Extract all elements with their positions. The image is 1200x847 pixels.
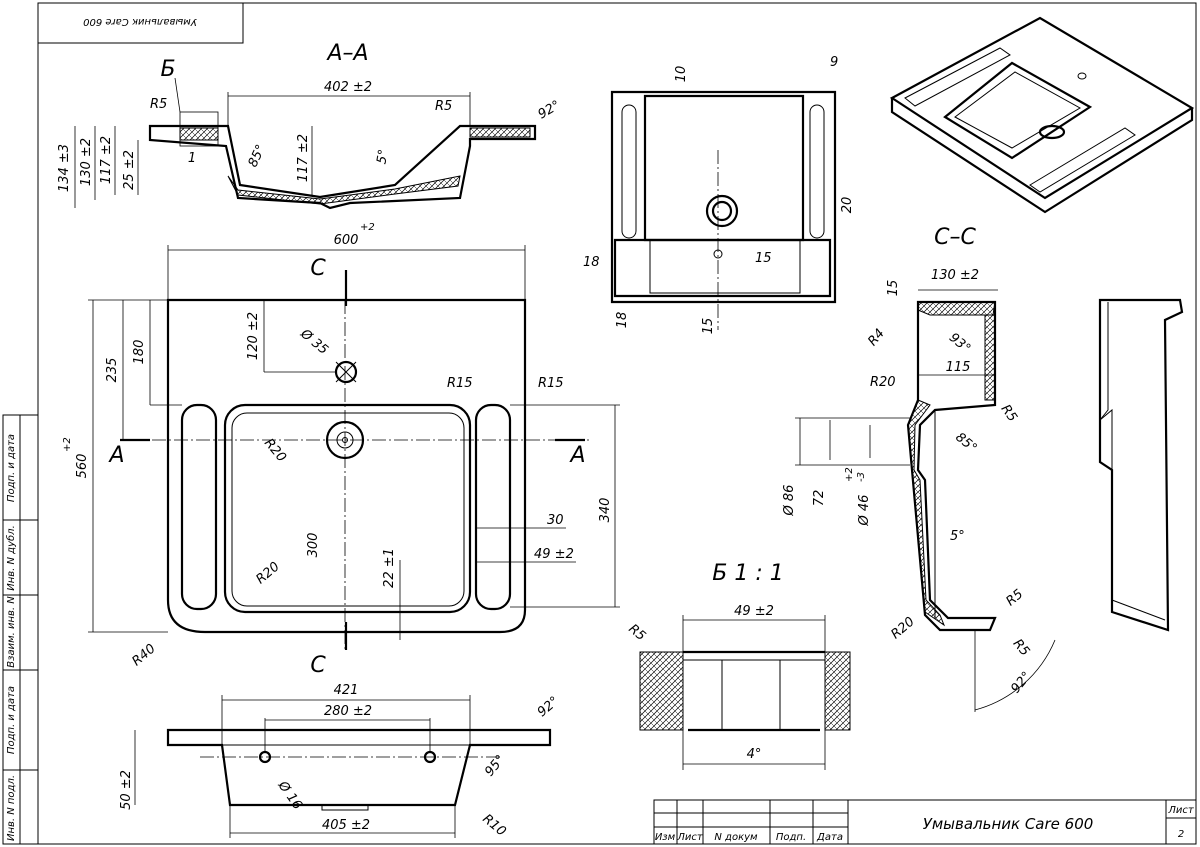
bottom-w405: 405 ±2 bbox=[322, 818, 370, 833]
section-aa-label: А–А bbox=[325, 41, 368, 66]
detail-b-label: Б 1 : 1 bbox=[712, 561, 783, 586]
bottom-h50: 50 ±2 bbox=[119, 770, 134, 810]
title-col-3: N докум bbox=[714, 832, 758, 843]
cc-r4: R4 bbox=[865, 326, 888, 349]
cut-a-left: А bbox=[107, 443, 124, 468]
cc-d115: 115 bbox=[946, 360, 971, 375]
side-stamp-4: Подп. и дата bbox=[6, 686, 17, 754]
corner-stamp-text: Умывальник Care 600 bbox=[83, 16, 197, 27]
side-stamp-1: Подп. и дата bbox=[6, 434, 17, 502]
bottom-angle-95: 95° bbox=[482, 752, 508, 779]
aa-h25: 25 ±2 bbox=[122, 150, 137, 190]
top-d15b: 15 bbox=[701, 318, 716, 335]
cc-angle-85: 85° bbox=[952, 430, 979, 456]
cc-angle-5: 5° bbox=[950, 529, 965, 544]
top-d9: 9 bbox=[830, 55, 838, 70]
plan-r15-left: R15 bbox=[447, 376, 473, 391]
top-d18a: 18 bbox=[583, 255, 600, 270]
plan-r15-right: R15 bbox=[538, 376, 564, 391]
plan-d22: 22 ±1 bbox=[382, 548, 397, 588]
side-stamp-3: Взаим. инв. N bbox=[6, 596, 17, 668]
plan-d49: 49 ±2 bbox=[534, 547, 574, 562]
cc-r20-top: R20 bbox=[870, 375, 896, 390]
side-stamp-5: Инв. N подл. bbox=[6, 775, 17, 841]
aa-h117: 117 ±2 bbox=[99, 136, 114, 184]
top-d20: 20 bbox=[840, 197, 855, 214]
cc-r20-bottom: R20 bbox=[888, 614, 917, 642]
aa-width-402: 402 ±2 bbox=[324, 80, 372, 95]
cc-angle-93: 93° bbox=[946, 330, 973, 356]
top-small-view: 10 9 20 18 15 18 15 bbox=[583, 55, 855, 334]
top-d15a: 15 bbox=[755, 251, 772, 266]
drawing-title: Умывальник Care 600 bbox=[923, 815, 1094, 833]
plan-r40: R40 bbox=[129, 641, 158, 669]
plan-d340: 340 bbox=[598, 498, 613, 523]
title-block: Изм Лист N докум Подп. Дата Умывальник C… bbox=[653, 799, 1197, 845]
top-d10: 10 bbox=[674, 66, 689, 83]
aa-angle-85: 85° bbox=[246, 142, 269, 169]
section-cc-label: С–С bbox=[934, 225, 976, 250]
detail-b-angle-4: 4° bbox=[747, 747, 762, 762]
cc-r5-c: R5 bbox=[1010, 636, 1033, 659]
cc-w130: 130 ±2 bbox=[931, 268, 979, 283]
cc-dia46: Ø 46 bbox=[857, 495, 872, 527]
plan-h560: 560 bbox=[75, 454, 90, 479]
cut-c-bottom: С bbox=[310, 653, 326, 678]
cc-dia86: Ø 86 bbox=[782, 485, 797, 517]
aa-h134: 134 ±3 bbox=[57, 144, 72, 192]
plan-plus2-side: +2 bbox=[62, 437, 73, 452]
cut-c-top: С bbox=[310, 256, 326, 281]
plan-d180: 180 bbox=[132, 340, 147, 365]
aa-r5-left: R5 bbox=[150, 97, 167, 112]
plan-view: 600 +2 С С А А 560 +2 235 180 120 ± bbox=[62, 222, 620, 678]
bottom-w280: 280 ±2 bbox=[324, 704, 372, 719]
title-col-5: Дата bbox=[816, 832, 843, 843]
detail-b: Б 1 : 1 49 ±2 R5 4° bbox=[625, 561, 851, 770]
plan-dia35: Ø 35 bbox=[297, 326, 331, 358]
plan-d235: 235 bbox=[105, 358, 120, 383]
bottom-angle-92: 92° bbox=[535, 694, 562, 720]
cc-tol-minus: -3 bbox=[856, 472, 867, 482]
iso-view bbox=[889, 16, 1195, 214]
cc-d15: 15 bbox=[886, 280, 901, 297]
side-stamp: Подп. и дата Инв. N дубл. Взаим. инв. N … bbox=[2, 414, 39, 845]
cc-angle-92: 92° bbox=[1008, 669, 1034, 696]
cc-r5-a: R5 bbox=[998, 402, 1020, 425]
section-aa: А–А Б 402 ±2 R5 R5 92° 85° 5° 134 ±3 130… bbox=[57, 41, 563, 210]
bottom-view: 421 280 ±2 92° 95° 50 ±2 Ø 16 R10 405 ±2 bbox=[119, 683, 562, 840]
plan-d300: 300 bbox=[306, 533, 321, 558]
plan-d30: 30 bbox=[547, 513, 564, 528]
bottom-dia16: Ø 16 bbox=[274, 778, 305, 813]
aa-gap1: 1 bbox=[188, 151, 196, 166]
side-stamp-2: Инв. N дубл. bbox=[5, 525, 17, 591]
top-d18b: 18 bbox=[615, 312, 630, 329]
title-col-2: Лист bbox=[676, 832, 704, 843]
sheet-number: 2 bbox=[1178, 829, 1184, 840]
detail-b-w49: 49 ±2 bbox=[734, 604, 774, 619]
section-cc: С–С 130 ±2 15 R4 93° 115 R20 R5 85° Ø 86… bbox=[782, 225, 1056, 712]
aa-angle-5: 5° bbox=[374, 148, 391, 165]
title-col-1: Изм bbox=[655, 832, 676, 843]
cc-d72: 72 bbox=[812, 490, 827, 507]
side-profile-view bbox=[1098, 298, 1184, 632]
bottom-r10: R10 bbox=[479, 812, 508, 840]
plan-d120: 120 ±2 bbox=[246, 312, 261, 360]
callout-b-label: Б bbox=[160, 57, 175, 82]
aa-r5-right: R5 bbox=[435, 99, 452, 114]
aa-h117-center: 117 ±2 bbox=[296, 134, 311, 182]
plan-r20-bottom: R20 bbox=[253, 559, 282, 587]
detail-b-r5: R5 bbox=[625, 622, 648, 645]
aa-h130: 130 ±2 bbox=[79, 138, 94, 186]
plan-width-600: 600 bbox=[334, 233, 359, 248]
bottom-w421: 421 bbox=[334, 683, 359, 698]
title-col-4: Подп. bbox=[776, 832, 806, 843]
plan-plus2-top: +2 bbox=[360, 222, 375, 233]
cut-a-right: А bbox=[568, 443, 585, 468]
sheet-label: Лист bbox=[1167, 805, 1195, 816]
cc-tol-plus: +2 bbox=[844, 467, 855, 482]
aa-angle-92: 92° bbox=[536, 98, 563, 123]
cc-r5-b: R5 bbox=[1003, 587, 1026, 610]
